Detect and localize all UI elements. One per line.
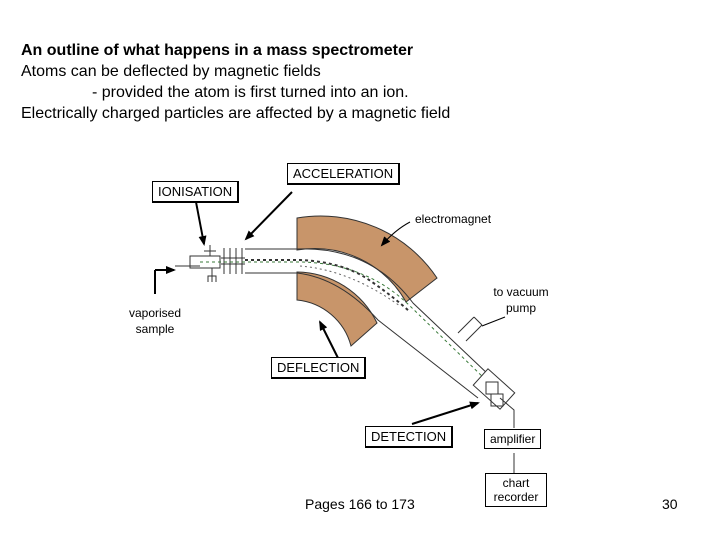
amplifier-label: amplifier xyxy=(484,429,542,449)
heading-line-2: Atoms can be deflected by magnetic field… xyxy=(21,63,321,80)
ion-beam-path xyxy=(200,261,488,382)
deflection-label: DEFLECTION xyxy=(271,357,367,379)
electromagnet-lower-pole xyxy=(296,271,378,347)
vaporised-sample-label: vaporised sample xyxy=(128,306,182,336)
acceleration-plates xyxy=(221,248,245,274)
ionisation-arrow xyxy=(195,201,207,246)
acceleration-arrow xyxy=(244,191,293,241)
ionisation-chamber xyxy=(175,245,221,282)
ion-beam-path-light xyxy=(299,265,401,307)
heading-line-4: Electrically charged particles are affec… xyxy=(21,105,451,122)
detection-arrow xyxy=(411,401,480,425)
detection-label: DETECTION xyxy=(365,426,454,448)
vacuum-outlet xyxy=(457,316,483,342)
heading-line-3: - provided the atom is first turned into… xyxy=(92,84,409,101)
vacuum-pump-pointer xyxy=(481,316,506,327)
electromagnet-upper-pole xyxy=(296,215,438,303)
page-reference: Pages 166 to 173 xyxy=(305,496,415,512)
deflection-arrow xyxy=(319,320,341,363)
detector xyxy=(472,368,516,410)
ion-beam-path-deflected xyxy=(245,259,411,313)
slide-heading: An outline of what happens in a mass spe… xyxy=(21,40,450,124)
signal-wires xyxy=(499,397,515,473)
electromagnet-pointer xyxy=(380,221,411,247)
electromagnet-label: electromagnet xyxy=(415,212,492,226)
flight-tube xyxy=(245,248,491,399)
vacuum-pump-label: to vacuum pump xyxy=(493,285,549,315)
slide-number: 30 xyxy=(662,496,678,512)
chart-recorder-label: chart recorder xyxy=(485,473,547,507)
acceleration-label: ACCELERATION xyxy=(287,163,401,185)
ionisation-label: IONISATION xyxy=(152,181,240,203)
slide-title: An outline of what happens in a mass spe… xyxy=(21,42,414,59)
